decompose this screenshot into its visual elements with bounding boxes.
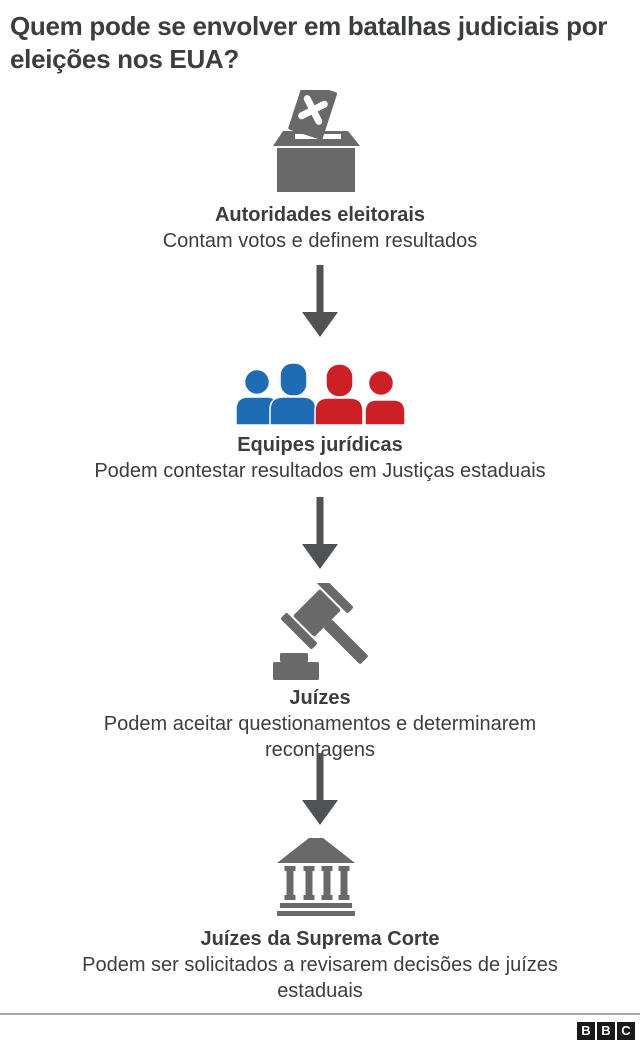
step-heading: Autoridades eleitorais <box>214 204 426 226</box>
arrow-down-icon <box>302 753 338 825</box>
bbc-logo: B B C <box>577 1022 635 1040</box>
bbc-logo-letter: B <box>577 1022 595 1040</box>
step-description: Contam votos e definem resultados <box>162 230 478 252</box>
step-description: Podem contestar resultados em Justiças e… <box>94 460 546 482</box>
supreme-court-icon <box>277 838 355 916</box>
arrow-down-icon <box>302 265 338 337</box>
ballot-box-icon <box>273 90 360 192</box>
legal-teams-icon <box>236 362 406 425</box>
footer-divider <box>0 1013 640 1015</box>
step-heading: Juízes da Suprema Corte <box>200 928 440 950</box>
step-description: Podem ser solicitados a revisarem decisõ… <box>82 954 558 1002</box>
bbc-logo-letter: C <box>617 1022 635 1040</box>
bbc-logo-letter: B <box>597 1022 615 1040</box>
step-heading: Equipes jurídicas <box>237 434 403 456</box>
step-description: Podem aceitar questionamentos e determin… <box>103 713 537 761</box>
gavel-icon <box>273 583 368 680</box>
step-heading: Juízes <box>289 687 351 709</box>
arrow-down-icon <box>302 497 338 569</box>
page-title: Quem pode se envolver em batalhas judici… <box>10 11 608 74</box>
